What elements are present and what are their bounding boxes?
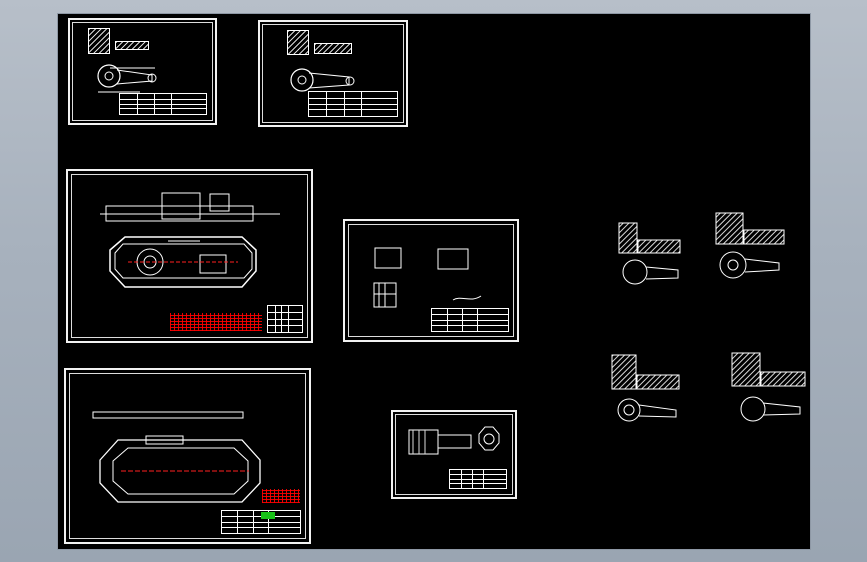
bottom-left-line-view [92,411,261,503]
top-left-hatched-part [88,28,110,54]
bottom-left-green-cell [261,512,275,519]
right-part-view-3[interactable] [611,351,687,425]
bottom-left-title-block [221,510,301,534]
top-left-hatched-base [115,41,149,50]
top-middle-hatched-base [314,43,352,54]
bottom-middle-sheet-border [395,414,513,495]
center-sheet-border [348,224,514,337]
top-middle-title-block [308,91,398,117]
assembly-sheet-border [71,174,308,338]
assembly-line-view [100,192,280,288]
top-middle-line-view [290,68,355,92]
top-middle-drawing-sheet[interactable] [258,20,408,127]
bottom-middle-line-view [408,426,500,455]
assembly-drawing-sheet[interactable] [66,169,313,343]
assembly-red-notes [170,313,262,331]
top-left-line-view [97,64,157,93]
top-middle-sheet-border [262,24,404,123]
top-left-sheet-border [72,22,213,121]
top-middle-hatched-part [287,30,309,55]
assembly-title-block [267,305,303,333]
drawing-canvas[interactable] [58,14,810,549]
bottom-left-red-notes [262,489,300,503]
center-line-view [373,247,482,308]
top-left-title-block [119,93,207,115]
center-title-block [431,308,509,332]
top-left-drawing-sheet[interactable] [68,18,217,125]
right-part-view-2[interactable] [715,212,790,282]
bottom-left-sheet-border [69,373,306,539]
right-part-view-1[interactable] [618,222,688,286]
bottom-middle-drawing-sheet[interactable] [391,410,517,499]
bottom-middle-title-block [449,469,507,489]
right-part-view-4[interactable] [731,348,809,426]
center-drawing-sheet[interactable] [343,219,519,342]
bottom-left-drawing-sheet[interactable] [64,368,311,544]
